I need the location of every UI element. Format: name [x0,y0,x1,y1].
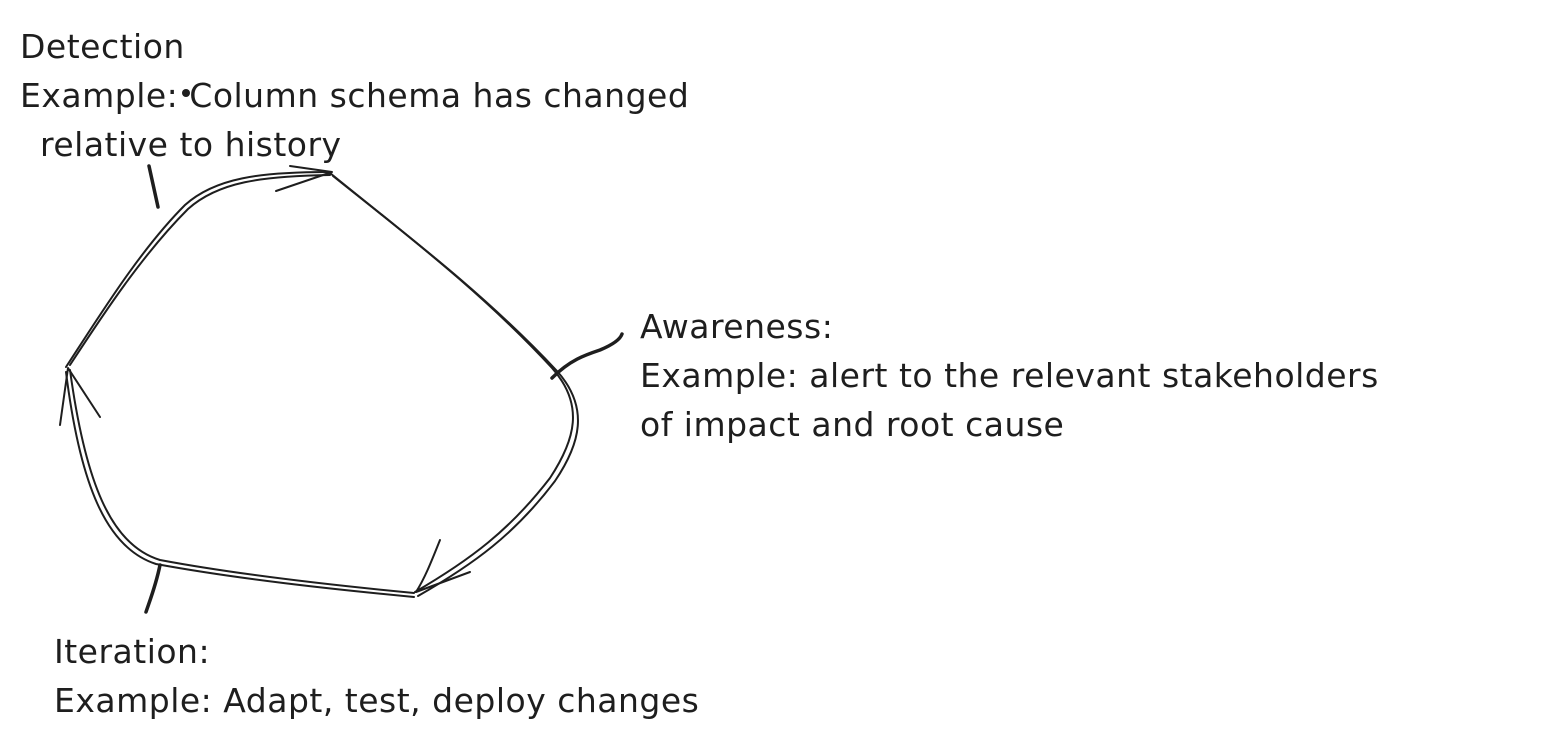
detection-example-cont: relative to history [40,125,342,164]
iteration-stage-label: Iteration: Example: Adapt, test, deploy … [54,627,699,725]
arrowhead-awareness [415,539,471,593]
awareness-stage-label: Awareness: Example: alert to the relevan… [640,302,1379,449]
detection-example: Example: Column schema has changed [20,76,690,115]
edge-iteration-to-detection [65,165,333,368]
awareness-title: Awareness: [640,307,834,346]
edge-detection-to-awareness [329,172,579,597]
awareness-example-cont: of impact and root cause [640,405,1065,444]
detection-stage-label: Detection Example: Column schema has cha… [20,22,689,169]
iteration-example: Example: Adapt, test, deploy changes [54,681,700,720]
iteration-title: Iteration: [54,632,211,671]
detection-dot [182,89,190,97]
detection-connector [147,164,160,209]
edge-awareness-to-iteration [59,367,415,598]
arrowhead-detection [275,165,333,192]
detection-title: Detection [20,27,185,66]
awareness-connector [550,332,624,380]
iteration-connector [144,563,162,614]
awareness-example: Example: alert to the relevant stakehold… [640,356,1379,395]
arrowhead-iteration [59,367,101,426]
